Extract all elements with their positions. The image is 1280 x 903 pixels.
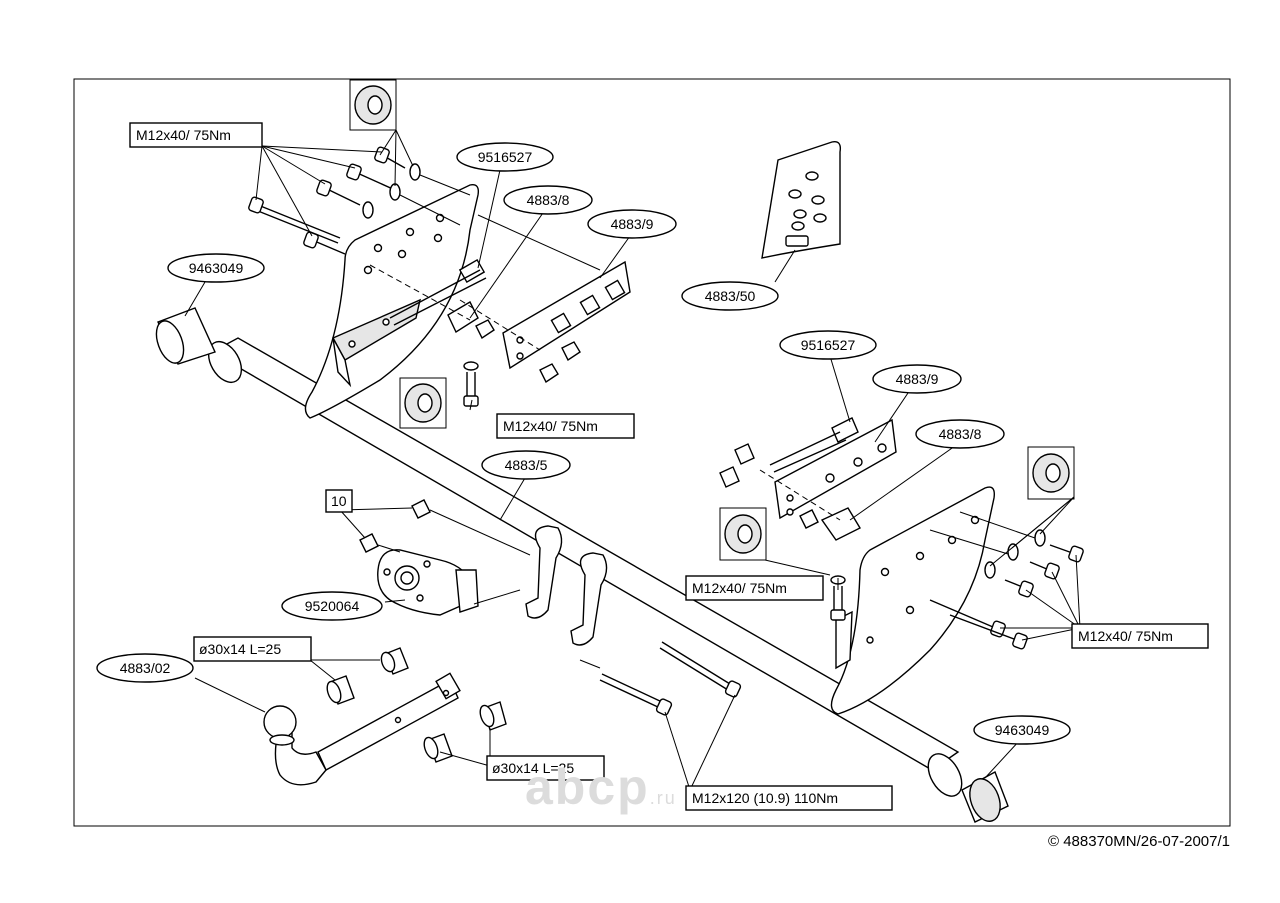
- callout-bolt-center-right: M12x40/ 75Nm: [685, 575, 824, 601]
- callout-text: ø30x14 L=25: [199, 641, 281, 657]
- callout-9463049-right: 9463049: [973, 715, 1071, 745]
- callout-text: 9463049: [995, 722, 1050, 738]
- callout-text: M12x40/ 75Nm: [136, 127, 231, 143]
- left-bottom-bolt: [463, 361, 479, 407]
- crossbar-tube: [207, 337, 963, 797]
- callout-text: 10: [331, 493, 347, 509]
- leader-lines: [184, 129, 1081, 791]
- callout-bolt-top-left: M12x40/ 75Nm: [129, 122, 263, 148]
- callout-bolt-right: M12x40/ 75Nm: [1071, 623, 1209, 649]
- callout-text: 9463049: [189, 260, 244, 276]
- drawing-frame: [73, 78, 1231, 827]
- callout-text: ø30x14 L=25: [492, 760, 574, 776]
- left-end-cap: [155, 307, 216, 365]
- callout-bushing-top: ø30x14 L=25: [193, 636, 312, 662]
- callout-bushing-bottom: ø30x14 L=25: [486, 755, 605, 781]
- washer-inset-right: [1027, 446, 1075, 500]
- tow-ball-assembly: [263, 672, 461, 786]
- callout-4883-8-left: 4883/8: [503, 185, 593, 215]
- callout-4883-9-left: 4883/9: [587, 209, 677, 239]
- callout-text: 9520064: [305, 598, 360, 614]
- callout-text: M12x40/ 75Nm: [503, 418, 598, 434]
- hardware-kit-bag: [761, 141, 842, 259]
- callout-9516527-right: 9516527: [779, 330, 877, 360]
- watermark-main: abcp: [525, 759, 650, 815]
- callout-bolt-center-left: M12x40/ 75Nm: [496, 413, 635, 439]
- callout-text: 9516527: [801, 337, 856, 353]
- watermark-suffix: .ru: [649, 788, 677, 808]
- callout-part-10: 10: [325, 489, 353, 513]
- callout-9520064: 9520064: [281, 591, 383, 621]
- callout-text: M12x120 (10.9) 110Nm: [692, 790, 838, 806]
- washer-inset-top: [349, 79, 397, 131]
- callout-4883-50: 4883/50: [681, 281, 779, 311]
- left-bolts: [248, 146, 471, 255]
- callout-4883-5: 4883/5: [481, 450, 571, 480]
- callout-4883-9-right: 4883/9: [872, 364, 962, 394]
- callout-bolt-main: M12x120 (10.9) 110Nm: [685, 785, 893, 811]
- callout-text: 9516527: [478, 149, 533, 165]
- callout-text: 4883/02: [120, 660, 171, 676]
- callout-text: 4883/9: [611, 216, 654, 232]
- callout-text: M12x40/ 75Nm: [692, 580, 787, 596]
- callout-text: 4883/50: [705, 288, 756, 304]
- copyright-note: © 488370MN/26-07-2007/1: [1047, 833, 1230, 850]
- callout-text: 4883/8: [939, 426, 982, 442]
- washer-inset-left: [399, 377, 447, 429]
- callout-4883-02: 4883/02: [96, 653, 194, 683]
- right-side-plate: [830, 486, 995, 715]
- left-side-plate: [304, 184, 480, 419]
- watermark: abcp.ru: [525, 758, 677, 816]
- right-clamp-plate: [719, 417, 897, 541]
- callout-text: 4883/9: [896, 371, 939, 387]
- callout-9516527-left: 9516527: [456, 142, 554, 172]
- callout-text: 4883/8: [527, 192, 570, 208]
- right-end-cap: [961, 771, 1009, 823]
- callout-text: 4883/5: [505, 457, 548, 473]
- long-bolts: [579, 641, 742, 716]
- callout-4883-8-right: 4883/8: [915, 419, 1005, 449]
- bushings: [326, 647, 507, 763]
- callout-text: M12x40/ 75Nm: [1078, 628, 1173, 644]
- washer-inset-center: [719, 507, 767, 561]
- left-clamp-plate: [369, 214, 631, 384]
- socket-plate: [359, 499, 531, 616]
- callout-9463049-left: 9463049: [167, 253, 265, 283]
